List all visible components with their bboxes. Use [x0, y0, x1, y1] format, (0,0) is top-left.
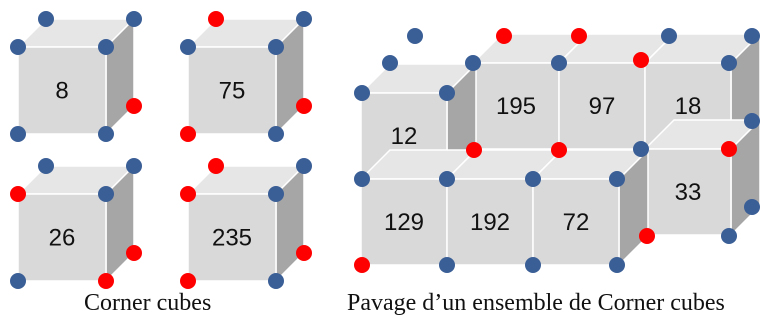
vertex-dot — [296, 158, 312, 174]
cube-value: 97 — [589, 93, 616, 120]
tiling-cube: 33 — [643, 118, 762, 237]
vertex-dot — [354, 171, 370, 187]
vertex-dot — [10, 126, 26, 142]
vertex-dot — [496, 28, 512, 44]
vertex-dot — [721, 55, 737, 71]
tiling-caption: Pavage d’un ensemble de Corner cubes — [347, 290, 725, 316]
vertex-dot — [126, 245, 142, 261]
cube-value: 235 — [212, 225, 252, 252]
vertex-dot — [126, 158, 142, 174]
vertex-dot — [296, 245, 312, 261]
vertex-dot — [639, 228, 655, 244]
vertex-dot — [208, 11, 224, 27]
vertex-dot — [98, 186, 114, 202]
vertex-dot — [439, 85, 455, 101]
corner-cubes-caption: Corner cubes — [84, 290, 212, 316]
cube-value: 33 — [675, 179, 702, 206]
vertex-dot — [126, 11, 142, 27]
cube-value: 129 — [384, 209, 424, 236]
vertex-dot — [551, 142, 567, 158]
corner-cubes-examples: 8 75 26 235 — [10, 11, 312, 289]
vertex-dot — [208, 158, 224, 174]
cube-front-face — [17, 193, 107, 282]
vertex-dot — [721, 228, 737, 244]
vertex-dot — [268, 39, 284, 55]
vertex-dot — [465, 55, 481, 71]
vertex-dot — [38, 158, 54, 174]
vertex-dot — [633, 141, 649, 157]
cube-front-face — [187, 193, 277, 282]
vertex-dot — [10, 39, 26, 55]
vertex-dot — [126, 98, 142, 114]
cube-front-face — [360, 178, 448, 266]
vertex-dot — [180, 273, 196, 289]
vertex-dot — [180, 39, 196, 55]
cube-value: 26 — [49, 225, 76, 252]
vertex-dot — [296, 98, 312, 114]
vertex-dot — [180, 186, 196, 202]
vertex-dot — [609, 171, 625, 187]
cube-value: 8 — [55, 78, 68, 105]
vertex-dot — [439, 171, 455, 187]
cube-value: 75 — [219, 78, 246, 105]
corner-cube: 8 — [16, 17, 136, 136]
vertex-dot — [296, 11, 312, 27]
cube-front-face — [532, 178, 620, 266]
vertex-dot — [661, 28, 677, 44]
corner-cube: 235 — [186, 164, 306, 283]
vertex-dot — [609, 257, 625, 273]
vertex-dot — [744, 113, 760, 129]
vertex-dot — [525, 257, 541, 273]
vertex-dot — [466, 142, 482, 158]
vertex-dot — [268, 273, 284, 289]
vertex-dot — [571, 28, 587, 44]
vertex-dot — [10, 273, 26, 289]
vertex-dot — [180, 126, 196, 142]
vertex-dot — [721, 141, 737, 157]
vertex-dot — [268, 126, 284, 142]
cube-value: 195 — [496, 93, 536, 120]
cube-front-face — [644, 148, 732, 236]
vertex-dot — [744, 199, 760, 215]
vertex-dot — [354, 85, 370, 101]
corner-cubes-tiling: 195 97 18 33 12 129 192 72 — [354, 28, 762, 273]
vertex-dot — [98, 39, 114, 55]
cube-value: 18 — [675, 93, 702, 120]
vertex-dot — [382, 55, 398, 71]
vertex-dot — [10, 186, 26, 202]
tiling-cube: 72 — [531, 148, 650, 267]
vertex-dot — [744, 28, 760, 44]
corner-cube: 75 — [186, 17, 306, 136]
vertex-dot — [98, 273, 114, 289]
cube-value: 192 — [470, 209, 510, 236]
vertex-dot — [551, 55, 567, 71]
cube-value: 12 — [391, 123, 418, 150]
cube-front-face — [187, 46, 277, 135]
cube-front-face — [17, 46, 107, 135]
vertex-dot — [38, 11, 54, 27]
vertex-dot — [407, 28, 423, 44]
vertex-dot — [354, 257, 370, 273]
vertex-dot — [439, 257, 455, 273]
vertex-dot — [633, 52, 649, 68]
vertex-dot — [525, 171, 541, 187]
cube-value: 72 — [563, 209, 590, 236]
vertex-dot — [268, 186, 284, 202]
cube-front-face — [446, 178, 534, 266]
corner-cube: 26 — [16, 164, 136, 283]
vertex-dot — [98, 126, 114, 142]
